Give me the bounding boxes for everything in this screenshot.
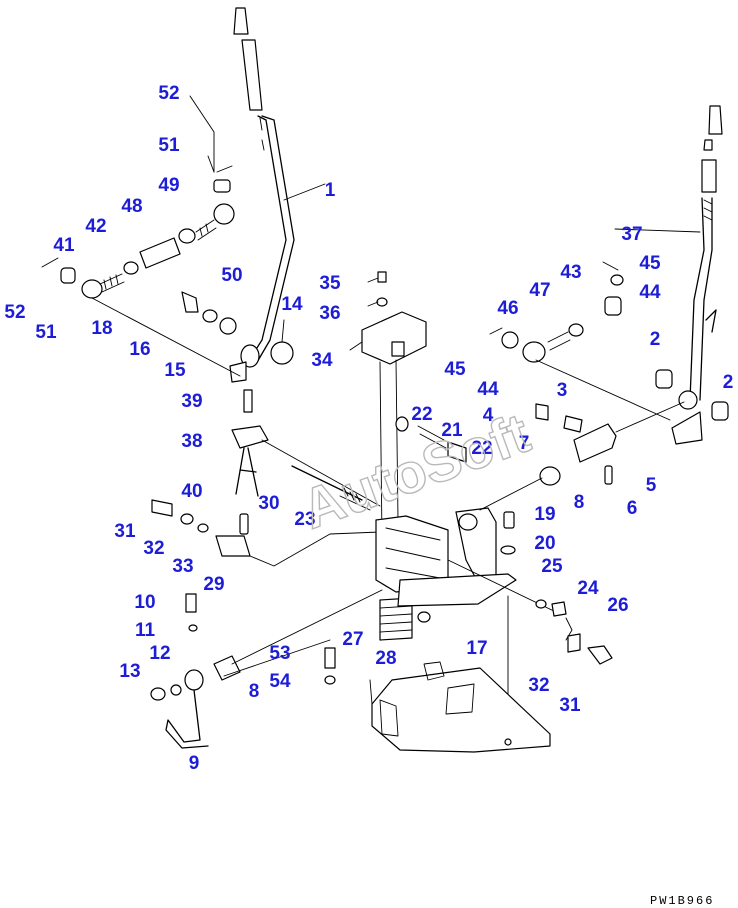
callout-labels: 1223456788910111213141516171819202122222… (4, 83, 733, 774)
callout-c12: 12 (149, 643, 170, 664)
callout-c27: 27 (342, 629, 363, 650)
left-control-lever (229, 7, 295, 383)
right-control-lever (671, 105, 723, 445)
callout-c53: 53 (269, 643, 290, 664)
callout-c40: 40 (181, 481, 202, 502)
callout-c52b: 52 (4, 302, 25, 323)
callout-c20: 20 (534, 533, 555, 554)
callout-c52a: 52 (158, 83, 179, 104)
callout-c1: 1 (325, 180, 336, 201)
callout-c31a: 31 (114, 521, 136, 542)
callout-c39: 39 (181, 391, 202, 412)
callout-c8a: 8 (574, 492, 585, 513)
callout-c9: 9 (189, 753, 200, 774)
callout-c37: 37 (621, 224, 642, 245)
callout-c22a: 22 (411, 404, 432, 425)
callout-c7: 7 (519, 433, 530, 454)
callout-c28: 28 (375, 648, 396, 669)
callout-c41: 41 (53, 235, 75, 256)
callout-c47: 47 (529, 280, 550, 301)
callout-c3: 3 (557, 380, 568, 401)
callout-c18: 18 (91, 318, 112, 339)
callout-c22b: 22 (471, 438, 492, 459)
callout-c17: 17 (466, 638, 487, 659)
callout-c31b: 31 (559, 695, 581, 716)
callout-c8b: 8 (249, 681, 260, 702)
callout-c33: 33 (172, 556, 193, 577)
callout-c13: 13 (119, 661, 140, 682)
callout-c51b: 51 (35, 322, 57, 343)
callout-c5: 5 (646, 475, 657, 496)
callout-c26: 26 (607, 595, 628, 616)
leader-lines (189, 95, 701, 351)
callout-c49: 49 (158, 175, 179, 196)
center-switch-bracket (231, 271, 427, 541)
left-linkage-assembly (41, 165, 294, 377)
callout-c50: 50 (221, 265, 242, 286)
callout-c29: 29 (203, 574, 224, 595)
callout-c54: 54 (269, 671, 291, 692)
callout-c43: 43 (560, 262, 581, 283)
callout-c23: 23 (294, 509, 315, 530)
callout-c25: 25 (541, 556, 563, 577)
callout-c2b: 2 (723, 372, 734, 393)
callout-c36: 36 (319, 303, 340, 324)
callout-c32a: 32 (143, 538, 164, 559)
callout-c4: 4 (483, 405, 494, 426)
main-bracket (375, 466, 561, 741)
right-linkage-assembly (489, 261, 729, 485)
callout-c14: 14 (281, 294, 303, 315)
lower-left-hardware (150, 499, 383, 749)
callout-c21: 21 (441, 420, 463, 441)
callout-c44a: 44 (639, 282, 661, 303)
callout-c51a: 51 (158, 135, 180, 156)
callout-c38: 38 (181, 431, 202, 452)
lower-right-hardware (535, 599, 613, 665)
callout-c35: 35 (319, 273, 341, 294)
callout-c6: 6 (627, 498, 638, 519)
callout-c2a: 2 (650, 329, 661, 350)
callout-c44b: 44 (477, 379, 499, 400)
base-frame (369, 661, 551, 753)
callout-c16: 16 (129, 339, 150, 360)
rods-springs-pins (215, 416, 467, 641)
callout-c32b: 32 (528, 675, 549, 696)
callout-c42: 42 (85, 216, 106, 237)
callout-c46: 46 (497, 298, 518, 319)
callout-c10: 10 (134, 592, 155, 613)
callout-c11: 11 (135, 620, 156, 641)
callout-c19: 19 (534, 504, 555, 525)
callout-c24: 24 (577, 578, 599, 599)
callout-c30: 30 (258, 493, 279, 514)
callout-c45b: 45 (444, 359, 466, 380)
callout-c34: 34 (311, 350, 333, 371)
drawing-code: PW1B966 (650, 894, 714, 908)
callout-c45a: 45 (639, 253, 661, 274)
callout-c15: 15 (164, 360, 186, 381)
callout-c48: 48 (121, 196, 142, 217)
